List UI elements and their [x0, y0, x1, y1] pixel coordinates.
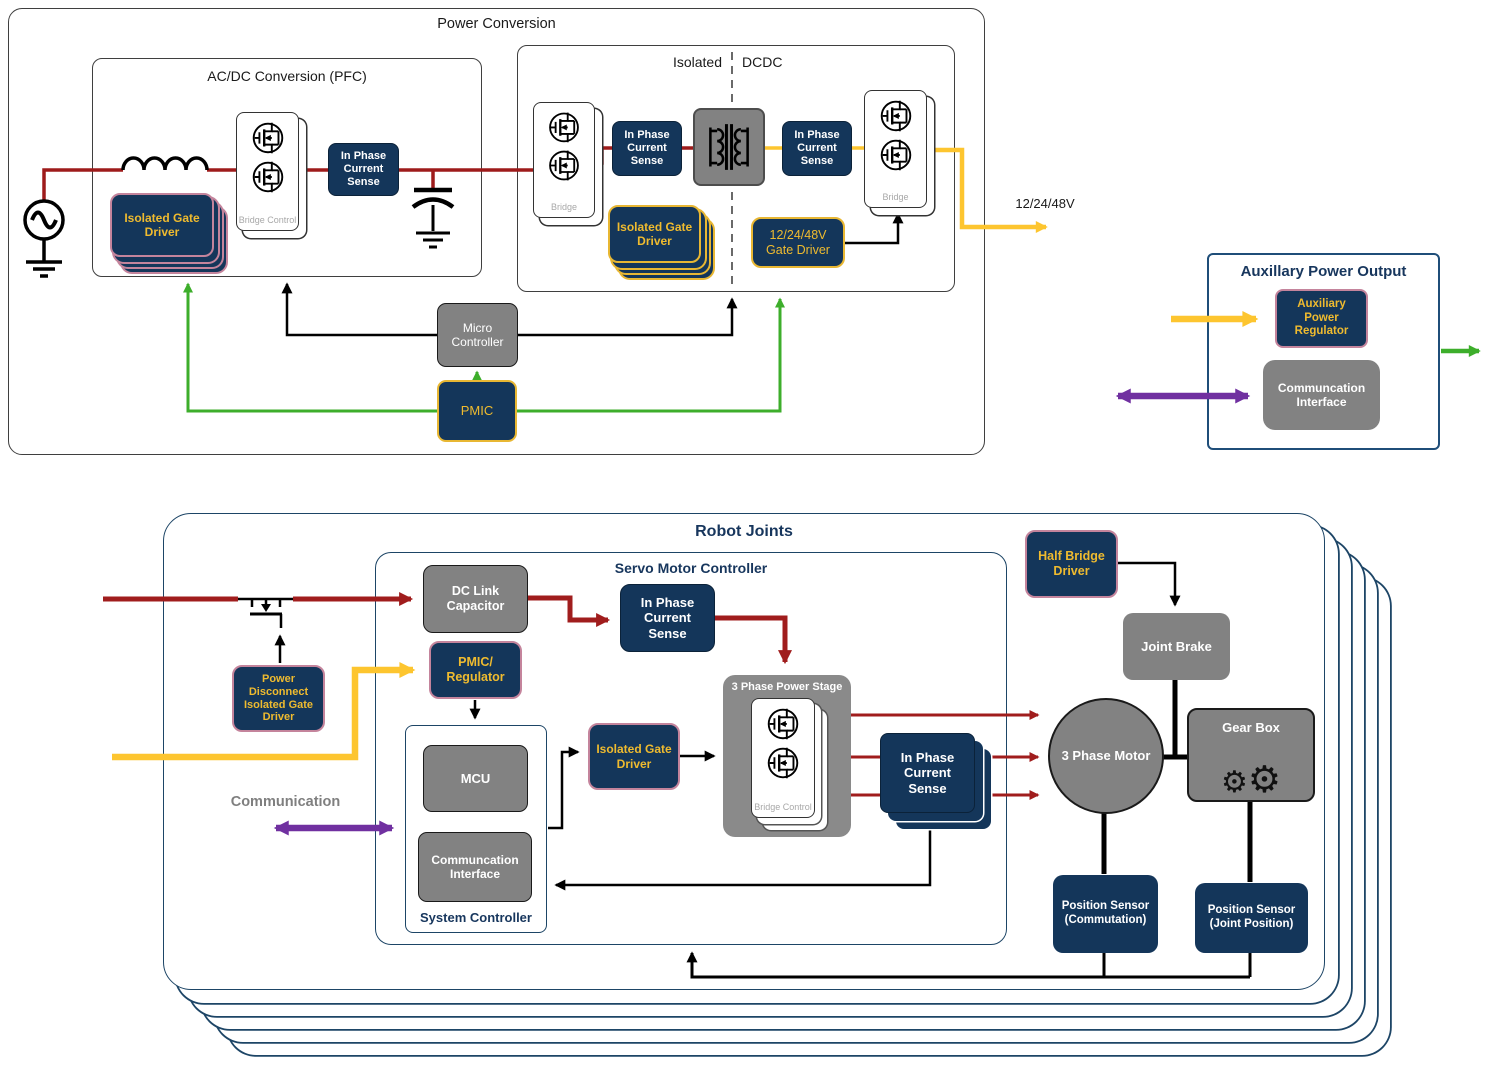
mosfet-pair-icon [548, 111, 580, 182]
micro-controller: Micro Controller [437, 303, 518, 367]
power-stage-bridge-label: Bridge Control [754, 801, 812, 812]
acdc-box: AC/DC Conversion (PFC) [92, 58, 482, 277]
power-stage-bridge-card: Bridge Control [751, 698, 815, 818]
system-controller-box: System Controller [405, 725, 547, 933]
servo-in-current-sense: In Phase Current Sense [620, 584, 715, 652]
robot-joints-title: Robot Joints [695, 523, 793, 540]
transformer-block [693, 108, 765, 186]
pfc-bridge-card: Bridge Control [236, 112, 299, 231]
power-disconnect-gate-driver: Power Disconnect Isolated Gate Driver [232, 665, 325, 732]
dcdc-secondary-bridge-label: Bridge [882, 191, 909, 202]
power-conversion-title: Power Conversion [437, 16, 556, 32]
auxiliary-power-regulator: Auxiliary Power Regulator [1275, 289, 1368, 348]
phase-current-sense-stack: In Phase Current Sense [880, 733, 975, 813]
power-conversion-box: Power Conversion [8, 8, 985, 455]
dcdc-primary-bridge-card: Bridge [533, 102, 595, 218]
aux-comm-interface: Communcation Interface [1263, 360, 1380, 430]
dc-output-label: 12/24/48V [1015, 196, 1075, 211]
acdc-title: AC/DC Conversion (PFC) [207, 68, 367, 84]
servo-isolated-gate-driver: Isolated Gate Driver [588, 723, 680, 790]
half-bridge-driver: Half Bridge Driver [1025, 530, 1118, 598]
mosfet-pair-icon [767, 707, 799, 780]
communication-label: Communication [230, 794, 341, 810]
servo-title: Servo Motor Controller [614, 560, 768, 576]
dcdc-primary-current-sense: In Phase Current Sense [612, 121, 682, 176]
dcdc-secondary-current-sense: In Phase Current Sense [782, 121, 852, 176]
mosfet-pair-icon [252, 121, 283, 194]
joint-brake: Joint Brake [1123, 613, 1230, 680]
power-stage-title: 3 Phase Power Stage [731, 681, 843, 693]
dcdc-secondary-bridge-card: Bridge [864, 90, 927, 208]
mosfet-pair-icon [880, 99, 911, 172]
system-controller-title: System Controller [420, 910, 532, 925]
dcdc-title-right: DCDC [742, 54, 783, 70]
pfc-isolated-gate-driver: Isolated Gate Driver [110, 193, 214, 257]
gears-icon: ⚙⚙ [1220, 758, 1282, 802]
pfc-current-sense: In Phase Current Sense [328, 143, 399, 196]
dcdc-primary-bridge-label: Bridge [550, 201, 577, 212]
position-sensor-joint: Position Sensor (Joint Position) [1195, 883, 1308, 953]
pmic-regulator: PMIC/ Regulator [429, 641, 522, 699]
dcdc-isolated-gate-driver: Isolated Gate Driver [608, 205, 701, 263]
auxiliary-power-output-box: Auxillary Power Output [1207, 253, 1440, 450]
dcdc-title-left: Isolated [672, 54, 722, 70]
comm-interface-block: Communcation Interface [418, 832, 532, 902]
mcu-block: MCU [423, 745, 528, 812]
dc-link-capacitor: DC Link Capacitor [423, 565, 528, 633]
gear-box-title: Gear Box [1222, 720, 1280, 735]
transformer-icon [709, 124, 749, 170]
gear-box: Gear Box ⚙⚙ [1187, 708, 1315, 802]
position-sensor-commutation: Position Sensor (Commutation) [1053, 875, 1158, 953]
pmic-block: PMIC [437, 380, 517, 442]
hv-gate-driver: 12/24/48V Gate Driver [751, 217, 845, 268]
pfc-bridge-label: Bridge Control [238, 214, 297, 225]
three-phase-motor: 3 Phase Motor [1048, 698, 1164, 814]
auxiliary-title: Auxillary Power Output [1240, 263, 1407, 280]
